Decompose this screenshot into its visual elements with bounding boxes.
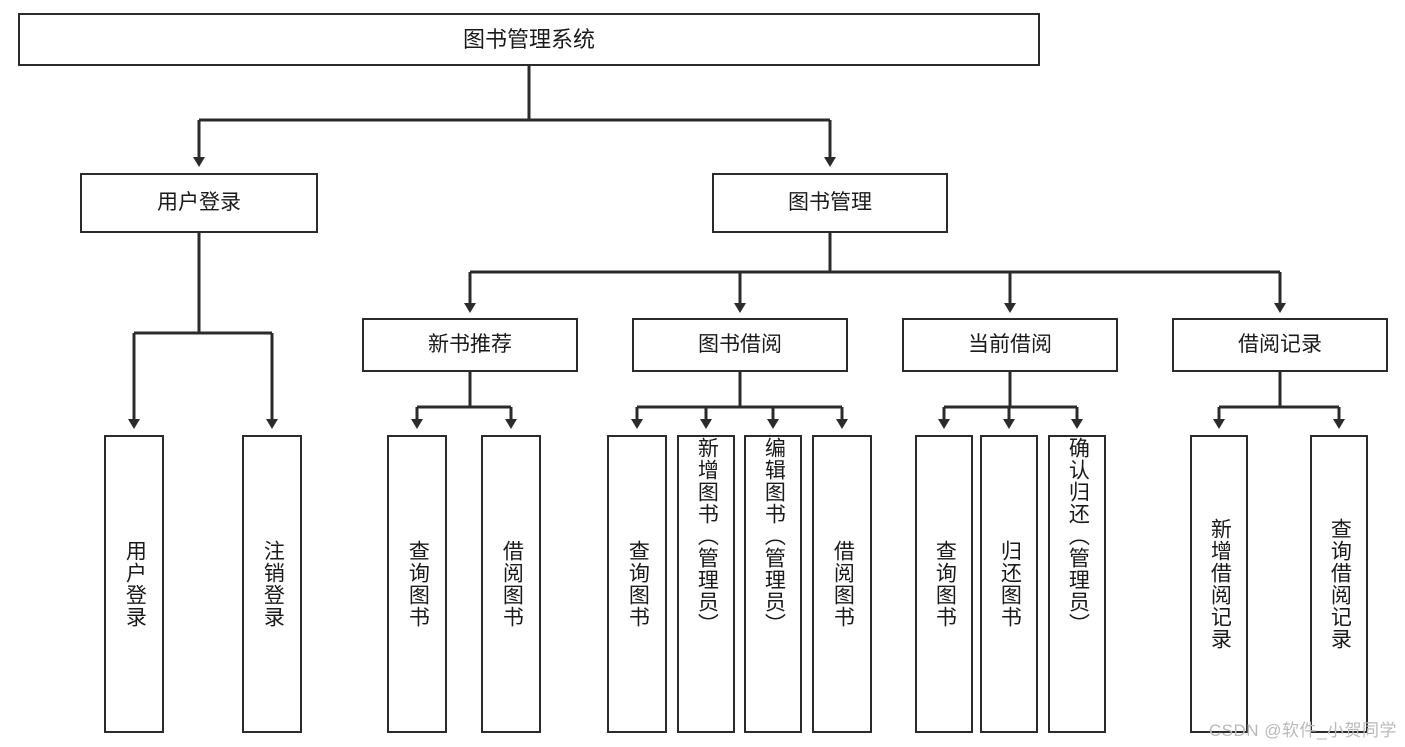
link-newbook-to-leaves (411, 372, 517, 429)
node-book-manage-label: 图书管理 (788, 190, 872, 214)
node-new-book-recommend-label: 新书推荐 (428, 332, 512, 356)
node-leaf-borrow-book-2-label: 借阅图书 (831, 540, 855, 628)
watermark: CSDN @软件_小贺同学 (1208, 721, 1397, 740)
node-current-borrow[interactable]: 当前借阅 (902, 318, 1118, 372)
node-leaf-edit-book-label: 编辑图书（管理员） (762, 437, 786, 635)
node-leaf-borrow-book-2[interactable]: 借阅图书 (812, 435, 872, 733)
node-new-book-recommend[interactable]: 新书推荐 (362, 318, 578, 372)
node-leaf-query-book-3-label: 查询图书 (933, 540, 957, 628)
node-leaf-add-record[interactable]: 新增借阅记录 (1190, 435, 1248, 733)
node-leaf-return-book-label: 归还图书 (998, 540, 1022, 628)
link-borrowrecord-to-leaves (1213, 372, 1345, 429)
node-leaf-return-book[interactable]: 归还图书 (980, 435, 1038, 733)
link-bookmanage-to-level3 (464, 233, 1286, 313)
node-leaf-query-record-label: 查询借阅记录 (1328, 518, 1352, 650)
node-current-borrow-label: 当前借阅 (968, 332, 1052, 356)
node-leaf-query-book-2-label: 查询图书 (626, 540, 650, 628)
node-leaf-add-book-label: 新增图书（管理员） (695, 437, 719, 635)
node-borrow-record-label: 借阅记录 (1238, 332, 1322, 356)
node-root-label: 图书管理系统 (462, 26, 595, 52)
link-userlogin-to-leaves (128, 233, 278, 429)
node-leaf-query-book-1-label: 查询图书 (406, 540, 430, 628)
node-root[interactable]: 图书管理系统 (18, 13, 1040, 66)
node-user-login-label: 用户登录 (157, 190, 241, 214)
node-leaf-edit-book[interactable]: 编辑图书（管理员） (744, 435, 802, 733)
link-root-to-level2 (193, 66, 836, 167)
link-bookborrow-to-leaves (631, 372, 848, 429)
node-book-borrow[interactable]: 图书借阅 (632, 318, 848, 372)
node-leaf-add-record-label: 新增借阅记录 (1208, 518, 1232, 650)
link-currentborrow-to-leaves (938, 372, 1083, 429)
node-leaf-query-book-3[interactable]: 查询图书 (915, 435, 973, 733)
node-leaf-query-book-2[interactable]: 查询图书 (607, 435, 667, 733)
node-leaf-logout-label: 注销登录 (261, 540, 285, 628)
node-leaf-query-record[interactable]: 查询借阅记录 (1310, 435, 1368, 733)
node-leaf-add-book[interactable]: 新增图书（管理员） (677, 435, 735, 733)
node-leaf-confirm-return-label: 确认归还（管理员） (1066, 437, 1090, 635)
node-leaf-query-book-1[interactable]: 查询图书 (387, 435, 447, 733)
node-borrow-record[interactable]: 借阅记录 (1172, 318, 1388, 372)
node-leaf-logout[interactable]: 注销登录 (242, 435, 302, 733)
node-leaf-user-login-label: 用户登录 (123, 540, 147, 628)
node-leaf-borrow-book-1-label: 借阅图书 (500, 540, 524, 628)
node-user-login[interactable]: 用户登录 (80, 173, 318, 233)
node-leaf-user-login[interactable]: 用户登录 (104, 435, 164, 733)
node-book-borrow-label: 图书借阅 (698, 332, 782, 356)
node-leaf-confirm-return[interactable]: 确认归还（管理员） (1048, 435, 1106, 733)
node-leaf-borrow-book-1[interactable]: 借阅图书 (481, 435, 541, 733)
node-book-manage[interactable]: 图书管理 (712, 173, 948, 233)
